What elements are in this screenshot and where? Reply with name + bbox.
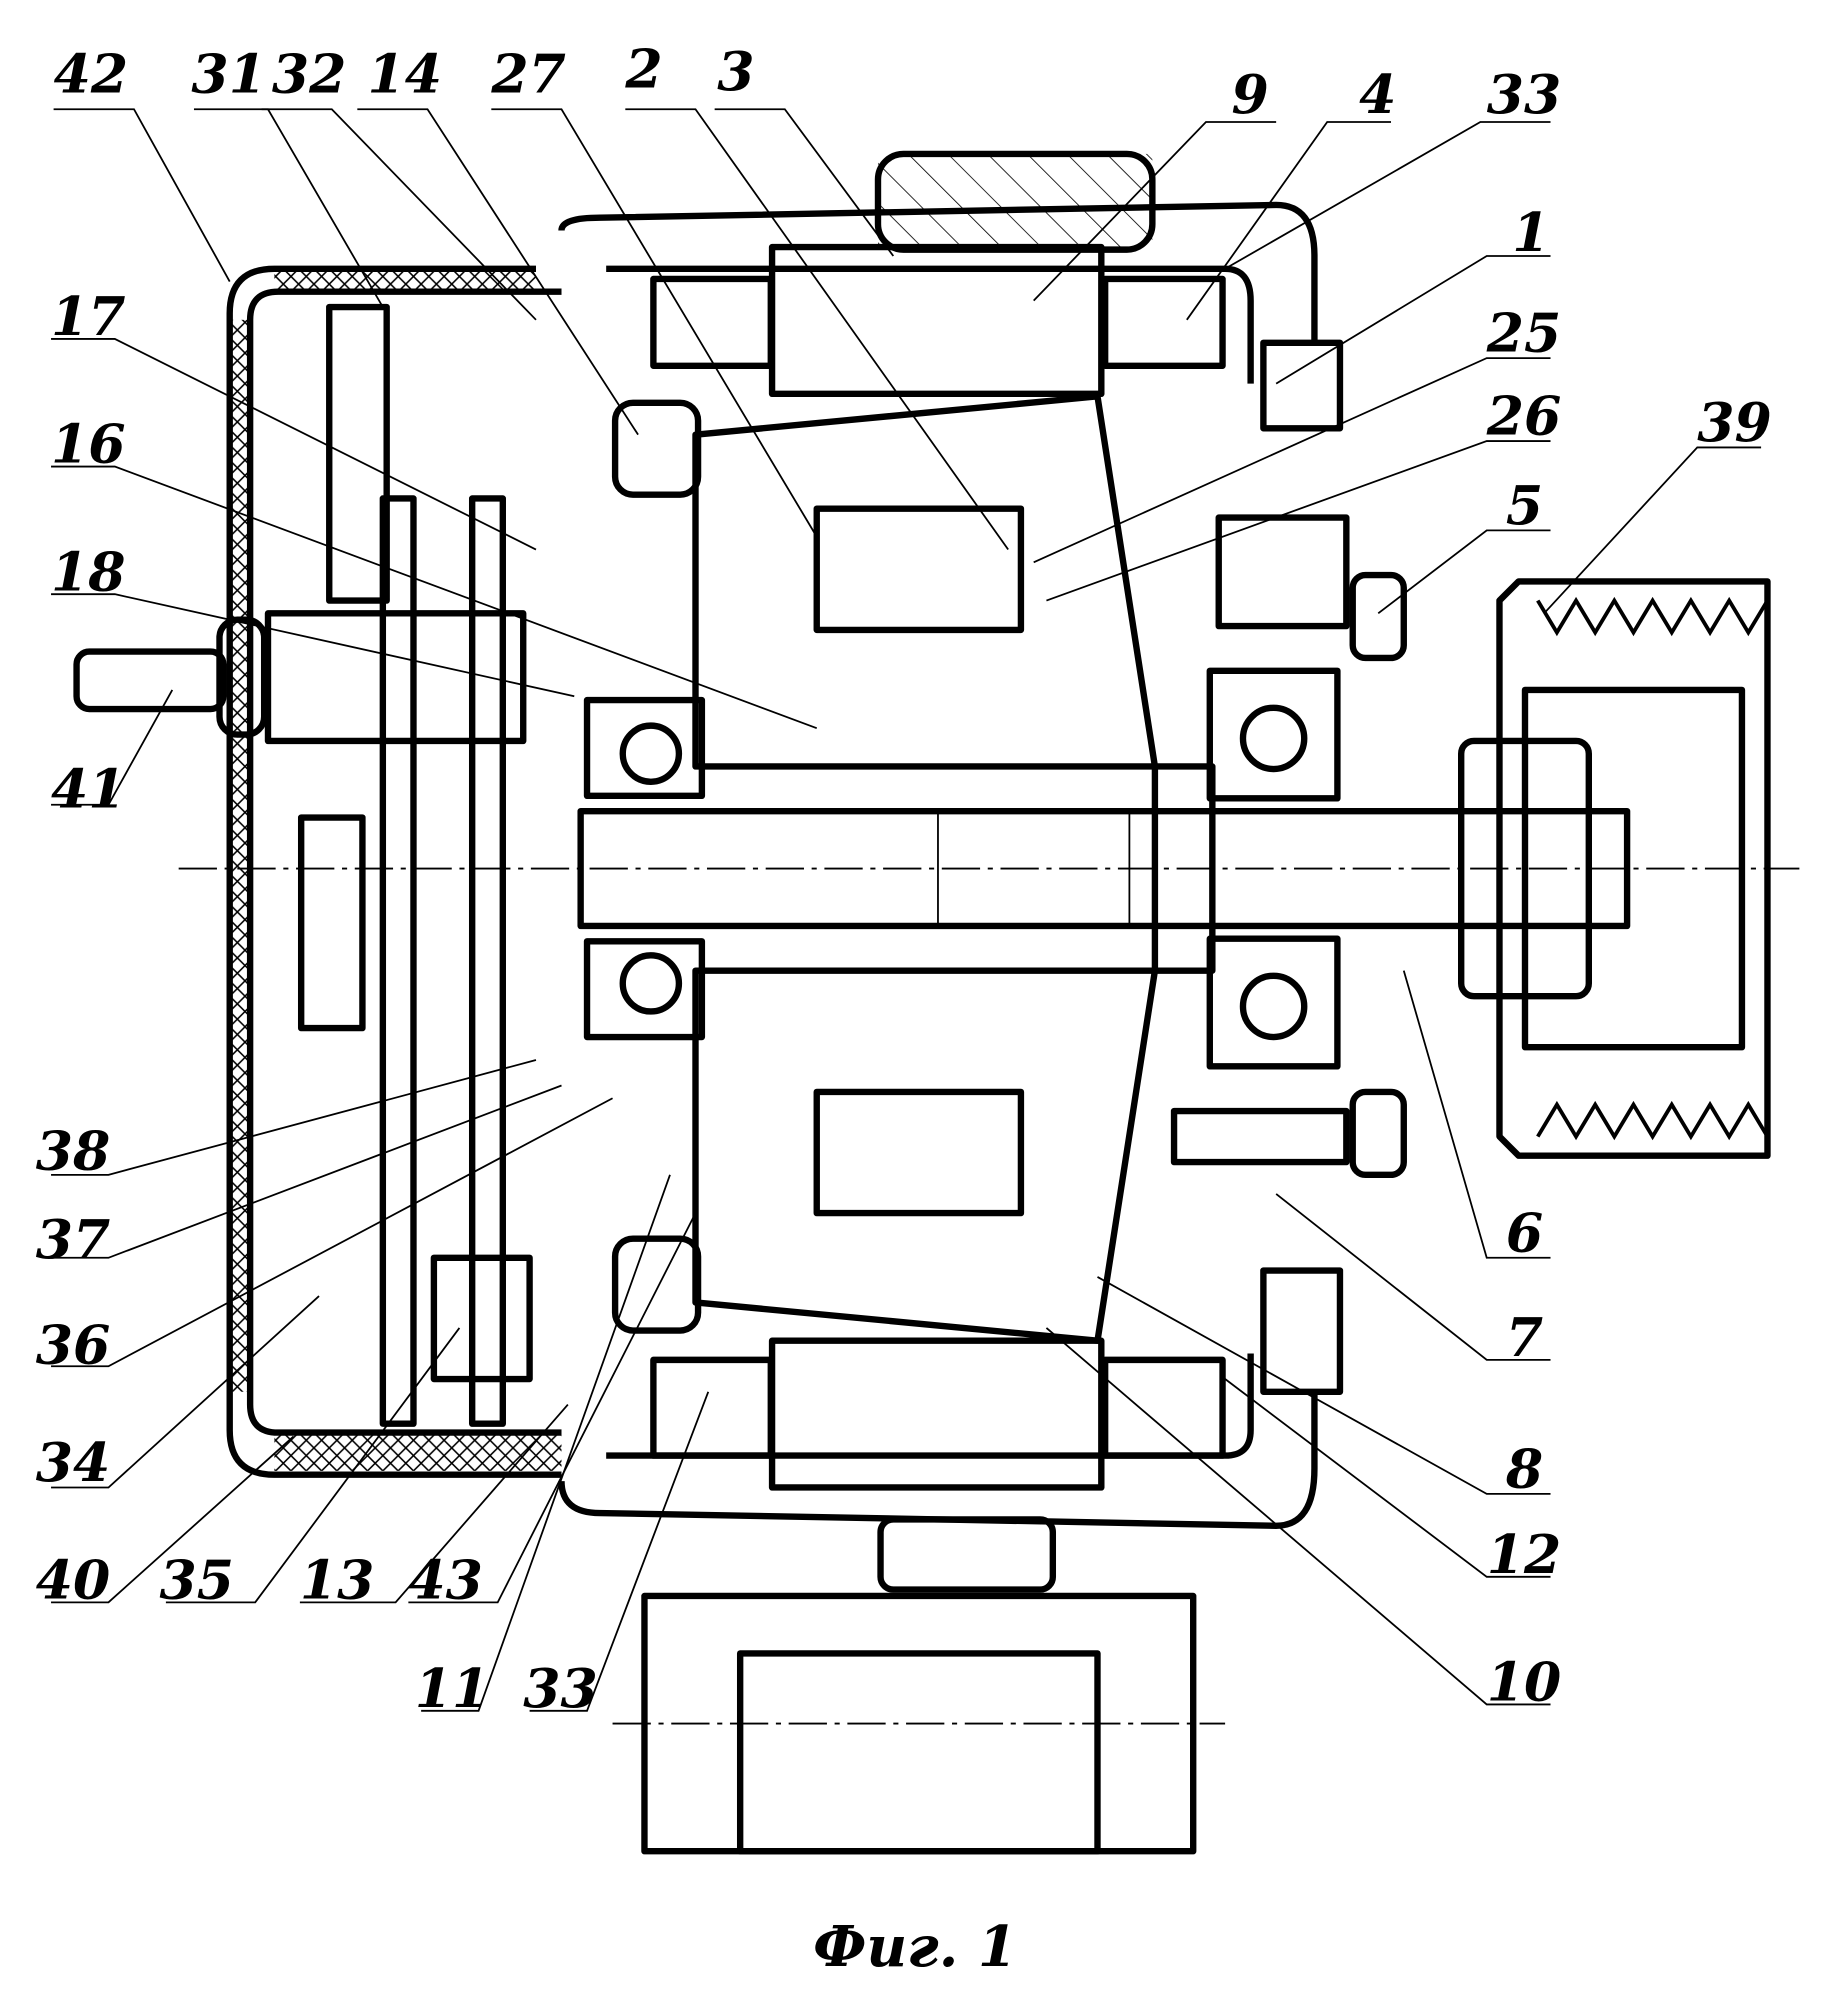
label-42: 42 [54,43,129,106]
label-26: 26 [1486,385,1562,448]
label-35: 35 [160,1549,235,1612]
label-8: 8 [1505,1437,1543,1500]
label-11: 11 [415,1657,490,1720]
label-13: 13 [300,1549,375,1612]
label-43: 43 [408,1549,483,1612]
label-36: 36 [36,1314,111,1377]
label-39: 39 [1697,391,1772,454]
part-labels: 42 31 32 14 27 2 3 9 4 33 1 25 26 39 5 1… [36,38,1772,1720]
label-4: 4 [1359,63,1396,126]
leader-lines [51,108,1762,1712]
label-2: 2 [624,38,662,101]
mounting-foot [641,1516,1197,1855]
label-17: 17 [51,285,126,348]
front-shield [1170,339,1407,1395]
stator [650,243,1226,1491]
label-41: 41 [51,757,126,820]
label-33-bottom: 33 [523,1657,598,1720]
label-40: 40 [36,1549,111,1612]
rectifier-regulator [73,303,533,1427]
figure-caption: Фиг. 1 [813,1914,1017,1980]
label-25: 25 [1486,302,1562,365]
label-1: 1 [1512,201,1549,264]
label-14: 14 [368,43,443,106]
label-7: 7 [1506,1306,1543,1369]
label-32: 32 [272,43,347,106]
label-12: 12 [1487,1523,1562,1586]
label-38: 38 [36,1120,111,1183]
label-16: 16 [51,413,126,476]
label-3: 3 [717,40,754,103]
label-5: 5 [1506,474,1543,537]
label-10: 10 [1487,1651,1562,1714]
bearings [583,667,1341,1070]
label-6: 6 [1506,1201,1543,1264]
label-9: 9 [1231,63,1268,126]
label-37: 37 [36,1208,111,1271]
label-18: 18 [51,540,126,603]
label-31: 31 [191,43,266,106]
label-27: 27 [490,43,566,106]
rear-cover [226,265,562,1478]
label-33-top: 33 [1487,63,1562,126]
label-34: 34 [36,1431,111,1494]
